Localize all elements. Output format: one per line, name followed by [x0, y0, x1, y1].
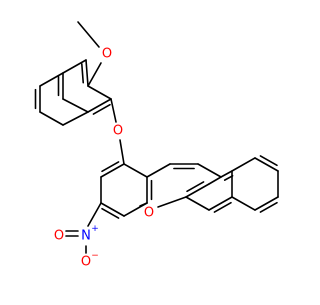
right-ring-bond	[208, 176, 222, 185]
nitro-oxygen-charge: −	[91, 251, 99, 261]
aryl-to-ether-oxygen-bond	[110, 98, 117, 123]
right-ring-bond	[185, 196, 210, 211]
ether-oxygen-to-ring-bond	[119, 139, 125, 165]
right-ring-double-inner	[259, 155, 278, 167]
upper-ring-double-inner	[92, 103, 111, 115]
upper-ring-double	[87, 98, 112, 113]
oxepine-bond	[146, 163, 171, 178]
nitro-oxygen-double-label: O	[54, 229, 64, 244]
upper-ring-bond	[62, 59, 87, 74]
oxepine-to-oxygen-bond	[139, 202, 148, 207]
left-ring-double	[100, 202, 125, 217]
right-ring-double	[185, 183, 210, 198]
upper-ring-bond	[39, 111, 64, 126]
nitrogen-label: N	[81, 229, 91, 244]
methyl-to-oxygen-bond	[77, 21, 100, 48]
right-ring-bond	[231, 196, 256, 211]
left-ring-double-inner	[101, 207, 120, 219]
oxygen-to-aryl-bond	[87, 62, 102, 87]
upper-ring-bond	[62, 111, 89, 126]
upper-ring-double-inner	[80, 63, 85, 84]
ring-oxygen-label: O	[144, 206, 154, 221]
right-ring-bond	[231, 157, 256, 172]
bonds	[34, 21, 279, 254]
upper-ring-bond	[62, 98, 89, 113]
upper-ring-double	[85, 59, 89, 87]
right-ring-double-inner	[186, 181, 205, 193]
oxygen-to-right-ring-bond	[157, 196, 187, 208]
oxepine-bond	[197, 163, 222, 178]
left-ring-double	[100, 163, 125, 178]
ring-to-nitrogen-bond	[87, 202, 102, 227]
left-ring-bond	[123, 163, 148, 178]
nitrogen-charge: +	[91, 224, 99, 234]
molecule-structure: O O O N + O O −	[34, 21, 279, 270]
right-ring-double	[220, 170, 233, 178]
right-ring-double-inner	[259, 201, 278, 213]
right-ring-double-inner	[213, 201, 232, 213]
atom-labels: O O O N + O O −	[54, 47, 154, 270]
upper-ring-bond	[87, 85, 112, 100]
nitro-oxygen-single-label: O	[81, 255, 91, 270]
upper-ring-bond	[39, 72, 64, 87]
left-ring-double-inner	[101, 161, 120, 173]
molecule-canvas: O O O N + O O −	[34, 21, 279, 270]
methoxy-oxygen-label: O	[102, 47, 112, 62]
right-ring-double	[254, 157, 279, 172]
ether-oxygen-label: O	[113, 124, 123, 139]
right-ring-double-inner	[223, 174, 234, 181]
right-ring-double	[254, 196, 279, 211]
right-ring-double	[208, 196, 233, 211]
